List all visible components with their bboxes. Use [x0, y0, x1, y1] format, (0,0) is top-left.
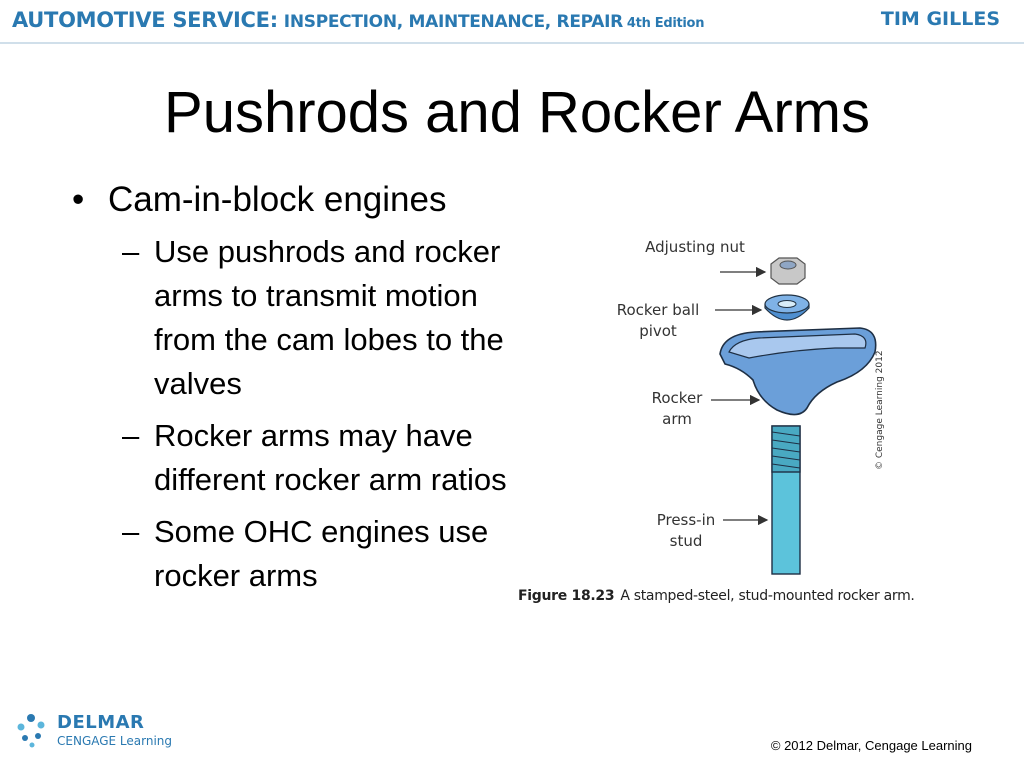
label-press-in-stud: Press-in stud	[656, 511, 716, 550]
bullet-dot-icon: •	[72, 180, 85, 219]
book-edition: 4th Edition	[626, 16, 705, 31]
rocker-ball-pivot-part	[764, 294, 810, 321]
book-title-sub: INSPECTION, MAINTENANCE, REPAIR	[283, 12, 623, 32]
book-title: AUTOMOTIVE SERVICE:INSPECTION, MAINTENAN…	[12, 8, 704, 32]
bullet-list: • Cam-in-block engines – Use pushrods an…	[72, 178, 512, 598]
sub-bullet-text: Use pushrods and rocker arms to transmit…	[154, 234, 504, 401]
rocker-arm-part	[719, 327, 877, 416]
figure-caption: Figure 18.23 A stamped-steel, stud-mounte…	[518, 588, 915, 604]
dash-icon: –	[122, 418, 140, 453]
dash-icon: –	[122, 234, 140, 269]
book-title-main: AUTOMOTIVE SERVICE:	[12, 8, 278, 32]
header-divider	[0, 42, 1024, 44]
rocker-arm-illustration	[711, 257, 877, 575]
sub-bullet-text: Rocker arms may have different rocker ar…	[154, 418, 507, 497]
delmar-logo-icon	[17, 714, 45, 748]
delmar-logo: DELMAR CENGAGE Learning	[14, 712, 204, 756]
logo-name: DELMAR	[57, 712, 145, 733]
rocker-arm-figure: Adjusting nut Rocker ball pivot Rocker a…	[515, 232, 985, 612]
sub-bullet-text: Some OHC engines use rocker arms	[154, 514, 489, 593]
footer-copyright: © 2012 Delmar, Cengage Learning	[770, 738, 972, 753]
sub-bullet-item: – Use pushrods and rocker arms to transm…	[122, 230, 512, 406]
press-in-stud-part	[771, 425, 801, 575]
adjusting-nut-part	[770, 257, 806, 285]
dash-icon: –	[122, 514, 140, 549]
label-adjusting-nut: Adjusting nut	[645, 238, 745, 256]
logo-subtitle: CENGAGE Learning	[57, 734, 173, 748]
figure-caption-text: A stamped-steel, stud-mounted rocker arm…	[620, 588, 915, 604]
author-name: TIM GILLES	[880, 8, 1000, 30]
label-rocker-arm: Rocker arm	[651, 389, 703, 428]
label-rocker-ball-pivot: Rocker ball pivot	[616, 301, 700, 340]
sub-bullet-item: – Some OHC engines use rocker arms	[122, 510, 512, 598]
figure-copyright: © Cengage Learning 2012	[875, 350, 885, 470]
bullet-text: Cam-in-block engines	[108, 180, 447, 219]
figure-number: Figure 18.23	[518, 588, 615, 604]
sub-bullet-item: – Rocker arms may have different rocker …	[122, 414, 512, 502]
slide-title: Pushrods and Rocker Arms	[164, 80, 870, 145]
bullet-item: • Cam-in-block engines	[72, 178, 512, 222]
